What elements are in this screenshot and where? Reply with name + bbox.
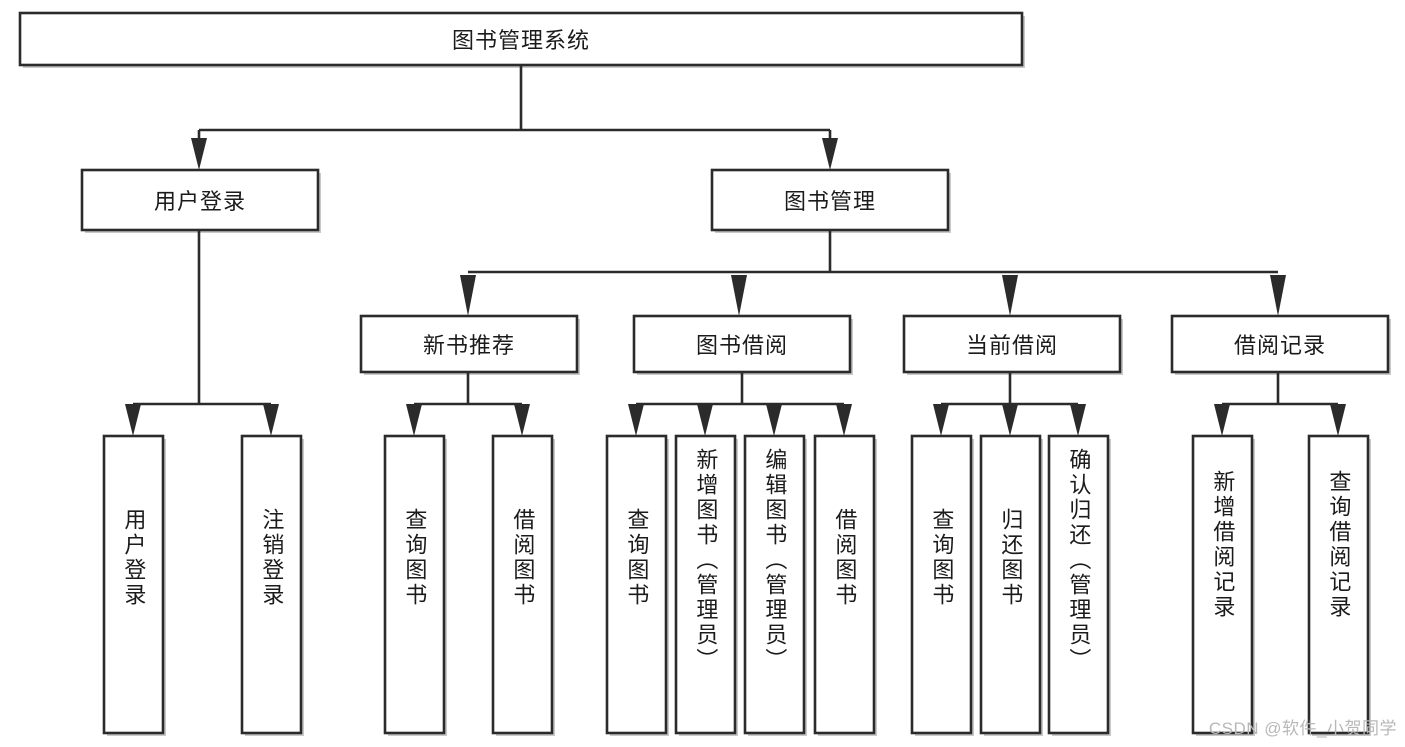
node-leaf-query-book-3-box: [910, 434, 973, 735]
arrow-head-borrow-record: [1270, 275, 1286, 316]
arrow-head-new-book-recommend: [460, 275, 476, 316]
node-leaf-query-book-2-box: [605, 434, 668, 735]
arrow-head-leaf-add-record: [1214, 404, 1230, 436]
node-leaf-user-logout[interactable]: [240, 434, 304, 736]
node-user-login[interactable]: [80, 168, 321, 233]
node-book-borrow-box: [632, 314, 852, 374]
node-leaf-user-logout-box: [240, 434, 303, 735]
node-leaf-confirm-return-box: [1047, 434, 1110, 735]
node-leaf-edit-book[interactable]: [743, 434, 807, 736]
arrow-head-leaf-borrow-book-1: [514, 404, 530, 436]
node-current-borrow-box: [902, 314, 1122, 374]
arrow-head-current-borrow: [1002, 275, 1018, 316]
node-leaf-borrow-book-2[interactable]: [813, 434, 877, 736]
node-leaf-query-book-3[interactable]: [910, 434, 974, 736]
arrow-head-leaf-edit-book: [766, 404, 782, 436]
node-book-borrow[interactable]: [632, 314, 853, 375]
arrow-head-leaf-user-login: [125, 404, 141, 436]
arrow-head-leaf-query-book-3: [933, 404, 949, 436]
node-leaf-confirm-return[interactable]: [1047, 434, 1111, 736]
node-book-manage-box: [710, 168, 950, 232]
node-book-manage[interactable]: [710, 168, 951, 233]
node-new-book-recommend-box: [359, 314, 579, 374]
node-new-book-recommend[interactable]: [359, 314, 580, 375]
node-leaf-edit-book-box: [743, 434, 806, 735]
node-leaf-user-login[interactable]: [102, 434, 166, 736]
arrow-head-book-manage: [822, 138, 838, 170]
node-leaf-query-book-1[interactable]: [383, 434, 447, 736]
node-leaf-add-book[interactable]: [674, 434, 738, 736]
arrow-head-leaf-query-book-2: [628, 404, 644, 436]
node-root-box: [18, 11, 1024, 67]
node-leaf-add-record[interactable]: [1191, 434, 1255, 736]
node-leaf-query-book-2[interactable]: [605, 434, 669, 736]
node-leaf-borrow-book-1-box: [491, 434, 554, 735]
node-user-login-box: [80, 168, 320, 232]
node-leaf-return-book-box: [979, 434, 1042, 735]
arrow-head-leaf-borrow-book-2: [836, 404, 852, 436]
node-leaf-query-book-1-box: [383, 434, 446, 735]
node-leaf-query-record[interactable]: [1307, 434, 1371, 736]
arrow-head-leaf-user-logout: [263, 404, 279, 436]
arrow-head-leaf-query-book-1: [406, 404, 422, 436]
node-borrow-record[interactable]: [1170, 314, 1391, 375]
node-leaf-user-login-box: [102, 434, 165, 735]
node-leaf-borrow-book-2-box: [813, 434, 876, 735]
arrow-head-book-borrow: [731, 275, 747, 316]
arrow-head-user-login: [191, 138, 207, 170]
arrow-head-leaf-return-book: [1002, 404, 1018, 436]
arrow-head-leaf-query-record: [1330, 404, 1346, 436]
node-leaf-borrow-book-1[interactable]: [491, 434, 555, 736]
node-leaf-return-book[interactable]: [979, 434, 1043, 736]
node-current-borrow[interactable]: [902, 314, 1123, 375]
node-leaf-add-record-box: [1191, 434, 1254, 735]
arrow-head-leaf-add-book: [697, 404, 713, 436]
node-leaf-query-record-box: [1307, 434, 1370, 735]
node-root[interactable]: [18, 11, 1025, 68]
node-borrow-record-box: [1170, 314, 1390, 374]
arrow-head-leaf-confirm-return: [1070, 404, 1086, 436]
node-leaf-add-book-box: [674, 434, 737, 735]
